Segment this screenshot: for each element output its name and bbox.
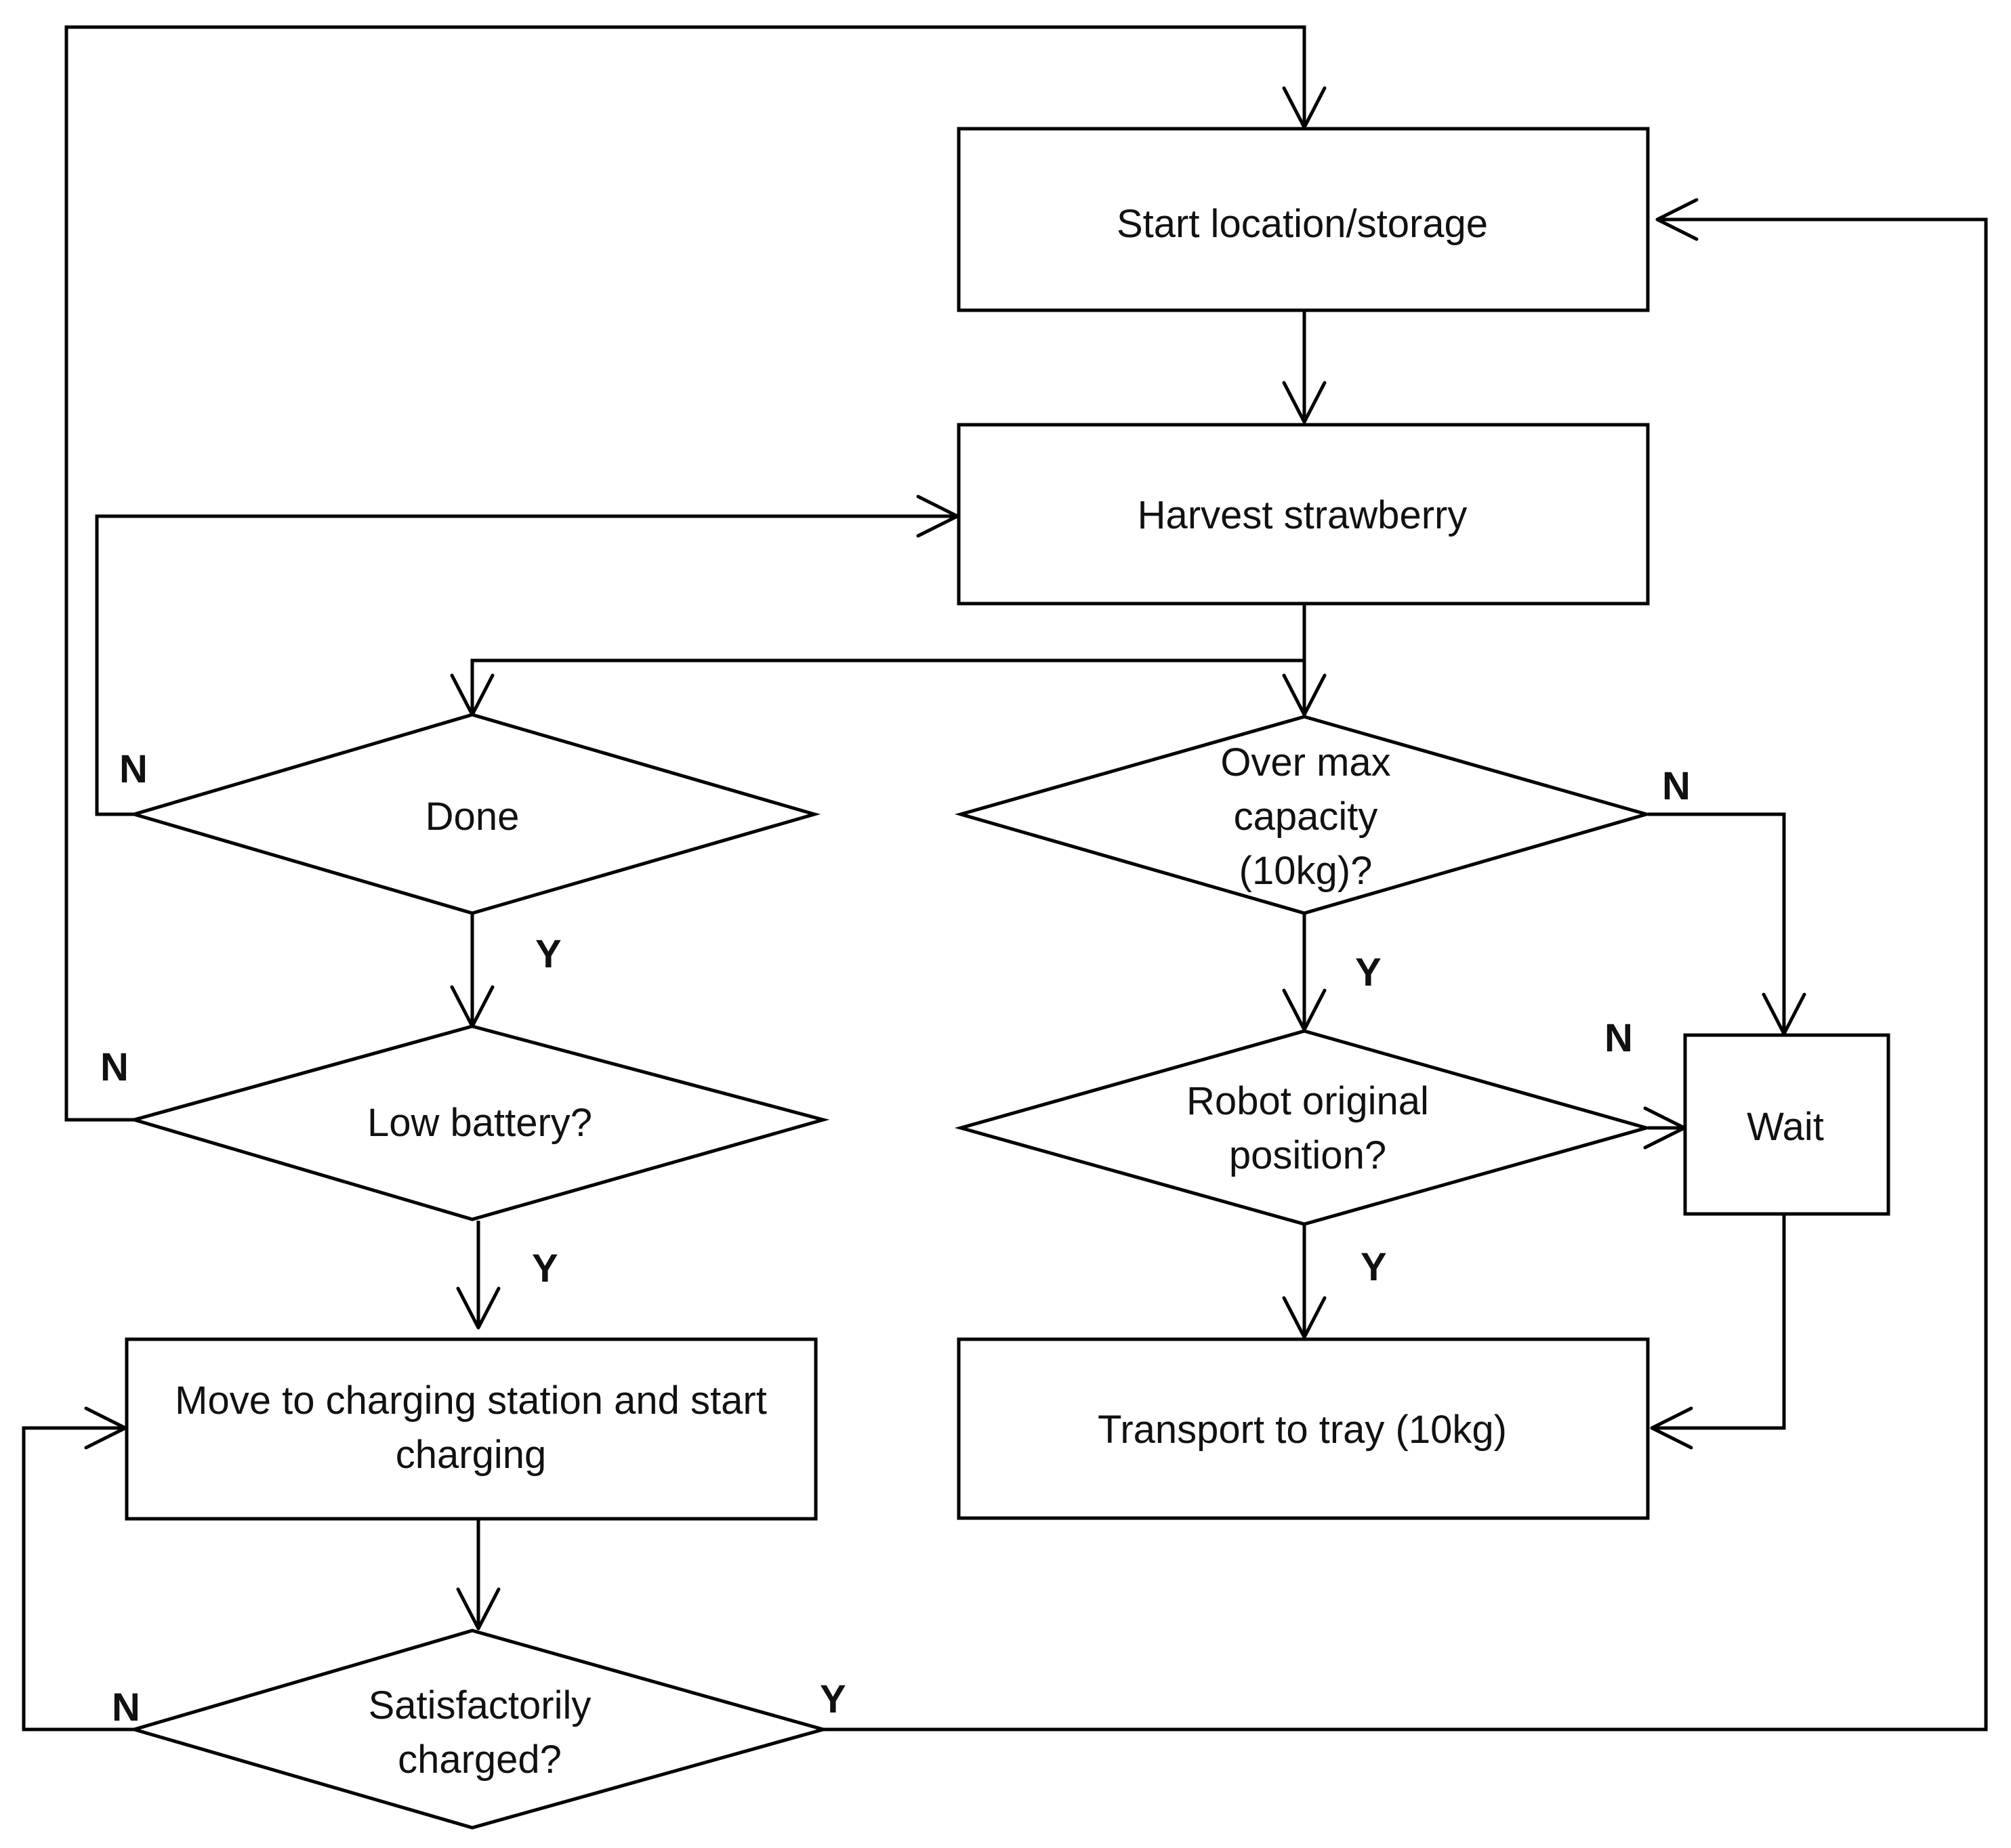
satisfied-text-line2: charged? — [398, 1738, 562, 1782]
over-max-yes-label: Y — [1355, 950, 1382, 994]
edge-done-no-to-harvest — [95, 514, 956, 816]
over-max-text-line2: capacity — [1234, 795, 1378, 839]
transport-text: Transport to tray (10kg) — [1098, 1408, 1507, 1452]
arrowhead-into-transport-top — [1282, 1296, 1327, 1339]
move-to-charging-box — [125, 1337, 818, 1521]
move-charge-text-line1: Move to charging station and start — [175, 1379, 767, 1423]
done-no-label: N — [119, 747, 148, 791]
arrowhead-into-transport-right — [1650, 1406, 1693, 1450]
harvest-strawberry-box — [957, 423, 1650, 606]
arrowhead-into-over-max — [1282, 673, 1327, 717]
wait-box — [1683, 1033, 1890, 1216]
satisfied-text-line1: Satisfactorily — [369, 1683, 592, 1727]
transport-to-tray-box — [957, 1337, 1650, 1520]
robot-original-position-decision — [954, 1029, 1653, 1226]
robot-position-text-line1: Robot original — [1186, 1079, 1429, 1123]
robot-position-text-line2: position? — [1229, 1133, 1386, 1177]
low-battery-no-label: N — [100, 1045, 129, 1089]
edge-over-max-no-to-wait — [1648, 812, 1786, 1032]
edge-satisfied-no-to-move-charge — [22, 1426, 134, 1731]
satisfied-no-label: N — [112, 1685, 140, 1729]
over-max-text-line1: Over max — [1220, 740, 1390, 784]
start-location-box — [957, 127, 1650, 312]
wait-text: Wait — [1747, 1105, 1824, 1149]
over-max-capacity-decision — [954, 715, 1653, 915]
done-text: Done — [426, 795, 520, 839]
edge-low-battery-no-to-start — [64, 25, 1306, 1122]
robot-position-yes-label: Y — [1361, 1245, 1387, 1289]
low-battery-yes-label: Y — [532, 1246, 558, 1290]
over-max-no-label: N — [1662, 764, 1691, 808]
over-max-text-line3: (10kg)? — [1239, 849, 1373, 893]
done-decision — [128, 713, 821, 915]
arrowhead-into-start-right — [1655, 198, 1699, 241]
satisfactorily-charged-decision — [128, 1629, 830, 1830]
done-yes-label: Y — [535, 932, 562, 976]
arrowhead-into-harvest-top — [1282, 381, 1327, 424]
arrowhead-into-satisfied — [456, 1587, 501, 1631]
move-charge-text-line2: charging — [396, 1433, 546, 1477]
robot-position-no-label: N — [1604, 1016, 1633, 1060]
start-location-text: Start location/storage — [1117, 202, 1488, 246]
edge-harvest-to-done — [470, 658, 1304, 713]
edge-wait-to-transport — [1652, 1215, 1786, 1430]
low-battery-decision — [127, 1024, 830, 1221]
low-battery-text: Low battery? — [367, 1101, 592, 1145]
harvest-strawberry-text: Harvest strawberry — [1138, 493, 1468, 537]
edge-satisfied-yes-to-start — [823, 217, 1988, 1731]
arrowhead-into-move-charge-top — [456, 1286, 501, 1330]
satisfied-yes-label: Y — [820, 1677, 846, 1721]
